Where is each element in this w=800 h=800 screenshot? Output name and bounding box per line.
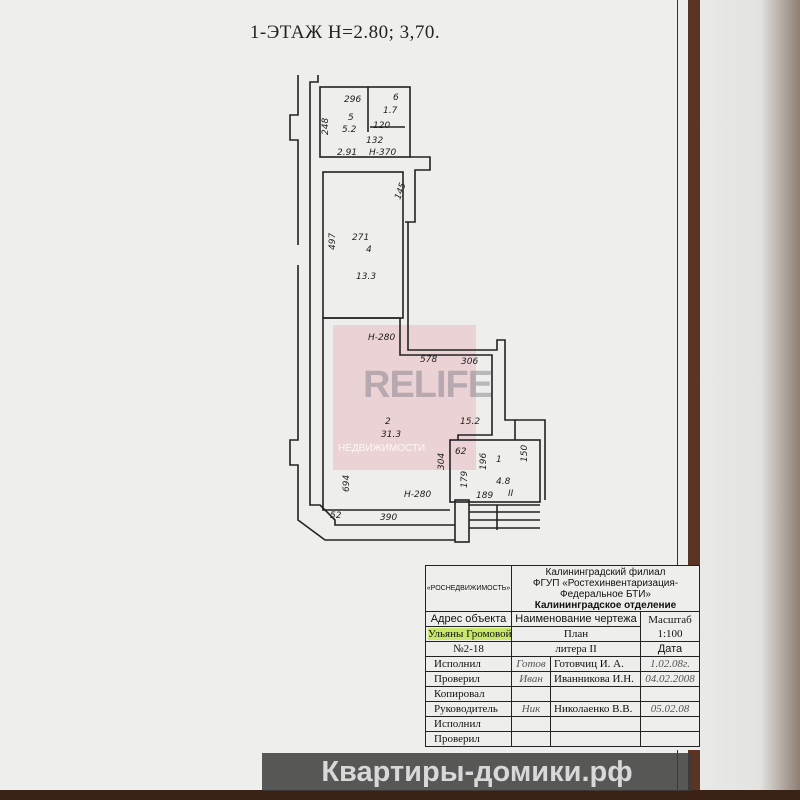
floor-title: 1-ЭТАЖ Н=2.80; 3,70. [249,22,441,43]
table-edge-bottom [0,790,800,800]
room-1-area: 4.8 [496,477,511,487]
dim-306: 306 [461,357,478,367]
org-line-1: Калининградский филиал [545,566,666,578]
height-370: Н-370 [369,148,396,158]
row-name: Николаенко В.В. [550,701,641,717]
wc-block [319,86,411,158]
column [454,499,470,543]
dim-578: 578 [420,355,437,365]
row-date: 05.02.08 [640,701,700,717]
dim-62: 62 [455,447,467,457]
dim-189: 189 [476,491,493,501]
room-4-number: 4 [366,245,372,255]
row-role: Руководитель [425,701,512,717]
site-watermark: Квартиры-домики.рф [262,753,692,791]
row-role: Проверил [425,731,512,747]
height-280-top: Н-280 [368,333,395,343]
outer-wall-left [309,75,455,526]
row-role: Исполнил [425,656,512,672]
room-6-area: 1.7 [383,106,398,116]
adjacent-page [700,0,800,800]
row-date: 1.02.08г. [640,656,700,672]
room-1-outer [515,419,546,500]
room-2-area: 31.3 [381,430,401,440]
row-signature [511,731,551,747]
dim-196: 196 [479,453,489,470]
row-name [550,731,641,747]
row-signature [511,716,551,732]
dim-296: 296 [344,95,361,105]
org-line-4: Калининградское отделение [534,599,677,611]
room-5-number: 5 [348,113,354,123]
outer-wall-left-outer [289,75,299,245]
wall-right-top [405,156,431,223]
dim-694: 694 [342,475,352,492]
dim-145: 145 [393,181,408,201]
org-line-3: Федеральное БТИ» [560,588,651,600]
dimensions: 248 296 120 132 2.91 Н-370 497 271 145 Н… [321,95,530,523]
dim-120: 120 [373,121,390,131]
room-2-number: 2 [385,417,391,427]
org-line-2: ФГУП «Ростехинвентаризация- [532,577,679,589]
room-2-left [322,318,450,511]
room-6-number: 6 [393,93,399,103]
relife-watermark: RELIFE НЕДВИЖИМОСТИ [333,325,493,470]
row-date: 04.02.2008 [640,671,700,687]
outer-wall-left-outer-lower [289,265,455,541]
frame-line [677,0,678,792]
row-role: Копировал [425,686,512,702]
row-role: Проверил [425,671,512,687]
dim-150: 150 [520,445,530,462]
drawing-name: План [511,626,641,642]
scale-label: Масштаб [648,613,692,626]
dim-497: 497 [328,233,338,250]
title-block: «РОСНЕДВИЖИМОСТЬ» Калининградский филиал… [425,565,700,750]
row-name [550,686,641,702]
dim-132: 132 [366,136,383,146]
dim-179: 179 [460,471,470,488]
room-2-3-wall [323,317,493,440]
room-1-outline [449,439,541,503]
relife-watermark-text: RELIFE [363,364,493,406]
height-280-bottom: Н-280 [404,490,431,500]
address-street-cell: Ульяны Громовой [425,626,512,642]
drawing-label: Наименование чертежа [511,611,641,627]
scale-value: 1:100 [657,627,683,640]
address-street: Ульяны Громовой [428,628,512,640]
date-label: Дата [640,641,700,657]
outer-wall-right [407,222,516,440]
liter-label: II [508,489,514,499]
row-name [550,716,641,732]
row-date [640,731,700,747]
row-signature: Готов [511,656,551,672]
row-date [640,716,700,732]
dim-291: 2.91 [337,148,357,158]
row-name: Готовчиц И. А. [550,656,641,672]
scale-cell: Масштаб 1:100 [640,611,700,642]
row-signature: Ник [511,701,551,717]
row-role: Исполнил [425,716,512,732]
room-3-area: 15.2 [460,417,480,427]
dim-271: 271 [352,233,369,243]
room-4-area: 13.3 [356,272,376,282]
room-5-area: 5.2 [342,125,357,135]
drawing-sub: литера II [511,641,641,657]
address-number: №2-18 [425,641,512,657]
address-label: Адрес объекта [425,611,512,627]
room-1-number: 1 [496,455,502,465]
room-labels: 5 5.2 6 1.7 4 13.3 2 31.3 1 4.8 15.2 [342,93,511,487]
row-name: Иванникова И.Н. [550,671,641,687]
dim-390: 390 [380,513,397,523]
walls [289,75,546,543]
dim-304: 304 [437,453,447,470]
dim-52: 52 [330,511,342,521]
row-signature [511,686,551,702]
row-date [640,686,700,702]
org-left: «РОСНЕДВИЖИМОСТЬ» [425,565,512,612]
org-right: Калининградский филиал ФГУП «Ростехинвен… [511,565,700,612]
dim-248: 248 [321,118,331,135]
relife-watermark-subtext: НЕДВИЖИМОСТИ [338,443,426,454]
row-signature: Иван [511,671,551,687]
